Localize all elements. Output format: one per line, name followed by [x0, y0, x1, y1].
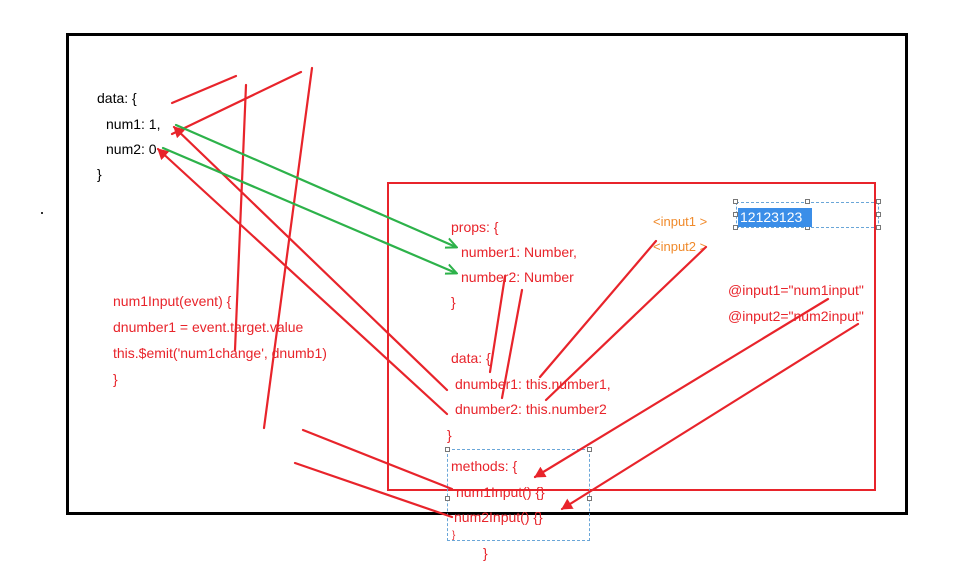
arrow-input1-to-num1input: [533, 297, 830, 479]
methods-open: methods: {: [451, 458, 518, 474]
input1-tag: <input1 >: [653, 214, 708, 229]
selection-handle: [445, 447, 450, 452]
inner-dnumber1: dnumber1: this.number1,: [455, 376, 611, 392]
input2-tag: <input2 >: [653, 239, 708, 254]
event-binding-input1: @input1="num1input": [728, 282, 864, 298]
left-data-open: data: {: [97, 90, 137, 106]
arrow-num1-to-number1: [174, 123, 456, 247]
methods-num2input: num2Input() {}: [454, 509, 543, 525]
methods-num1input: num1Input() {}: [456, 484, 545, 500]
left-num1: num1: 1,: [106, 116, 161, 132]
handler-close: }: [113, 371, 118, 387]
annotation-stroke: [170, 70, 303, 136]
annotation-stroke: [233, 83, 248, 352]
selection-handle: [876, 199, 881, 204]
selection-handle: [876, 225, 881, 230]
methods-inner-close: }: [452, 530, 456, 541]
annotation-stroke: [293, 461, 454, 519]
annotation-stroke: [500, 288, 524, 400]
selection-handle: [445, 496, 450, 501]
annotation-stroke: [170, 74, 238, 105]
props-close: }: [451, 294, 456, 310]
annotation-stroke: [488, 274, 507, 374]
inner-data-open: data: {: [451, 350, 491, 366]
methods-selection-box: [447, 449, 590, 541]
stray-dot: [41, 212, 43, 214]
selection-handle: [733, 225, 738, 230]
arrow-dnumber2-to-num2: [156, 147, 449, 416]
handler-assign: dnumber1 = event.target.value: [113, 319, 304, 335]
annotation-stroke: [262, 66, 314, 430]
annotation-stroke: [301, 428, 454, 491]
methods-close: }: [483, 545, 488, 561]
selection-handle: [587, 496, 592, 501]
handler-signature: num1Input(event) {: [113, 293, 232, 309]
selection-handle: [805, 199, 810, 204]
inner-dnumber2: dnumber2: this.number2: [455, 401, 607, 417]
inner-data-close: }: [447, 427, 452, 443]
props-open: props: {: [451, 219, 499, 235]
outer-frame: [66, 33, 908, 515]
annotation-stroke: [538, 239, 658, 379]
props-number1: number1: Number,: [461, 244, 577, 260]
left-num2: num2: 0: [106, 141, 157, 157]
selection-handle: [733, 199, 738, 204]
arrow-input2-to-num2input: [560, 322, 860, 511]
left-data-close: }: [97, 166, 102, 182]
selection-handle: [587, 447, 592, 452]
event-binding-input2: @input2="num2input": [728, 308, 864, 324]
annotation-stroke: [544, 245, 708, 402]
selection-handle: [876, 212, 881, 217]
arrow-dnumber1-to-num1: [172, 125, 449, 392]
selection-handle: [733, 212, 738, 217]
props-number2: number2: Number: [461, 269, 574, 285]
selected-text[interactable]: 12123123: [738, 208, 812, 227]
component-box: [387, 182, 876, 491]
arrow-num2-to-number2: [161, 146, 456, 273]
